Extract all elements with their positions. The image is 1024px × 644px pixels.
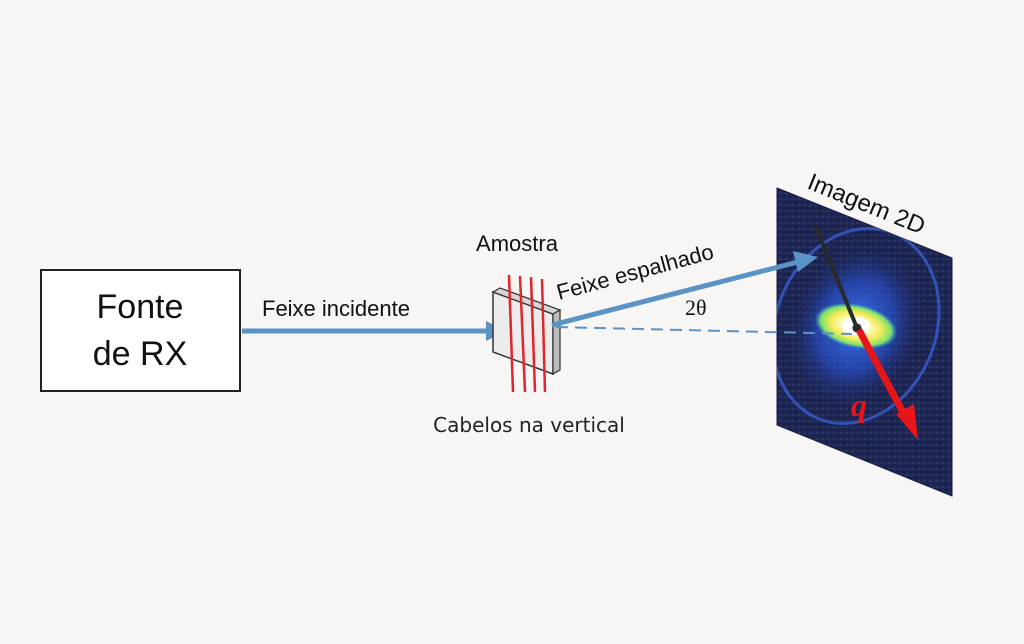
hair-strand (518, 275, 527, 393)
sample-plate-side (552, 308, 561, 376)
q-vector-arrow (855, 328, 910, 420)
beamstop-arm (813, 224, 859, 329)
q-vector-arrowhead (896, 404, 918, 440)
scattering-angle-label: 2θ (685, 295, 707, 320)
hair-strand (507, 274, 515, 393)
xray-source-box (40, 269, 241, 392)
sample-label: Amostra (476, 231, 559, 256)
scattered-beam-arrowhead (793, 251, 818, 272)
q-vector-label: q (851, 387, 867, 423)
hair-strand (529, 276, 537, 393)
source-label-line1: Fonte (97, 288, 184, 326)
source-label-line2: de RX (93, 335, 188, 373)
hair-strand (540, 278, 547, 393)
hair-label: Cabelos na vertical (433, 413, 625, 437)
transmitted-beam-dashed-line (555, 326, 853, 335)
incident-beam-label: Feixe incidente (262, 296, 410, 321)
scattered-beam-arrow (551, 259, 799, 328)
